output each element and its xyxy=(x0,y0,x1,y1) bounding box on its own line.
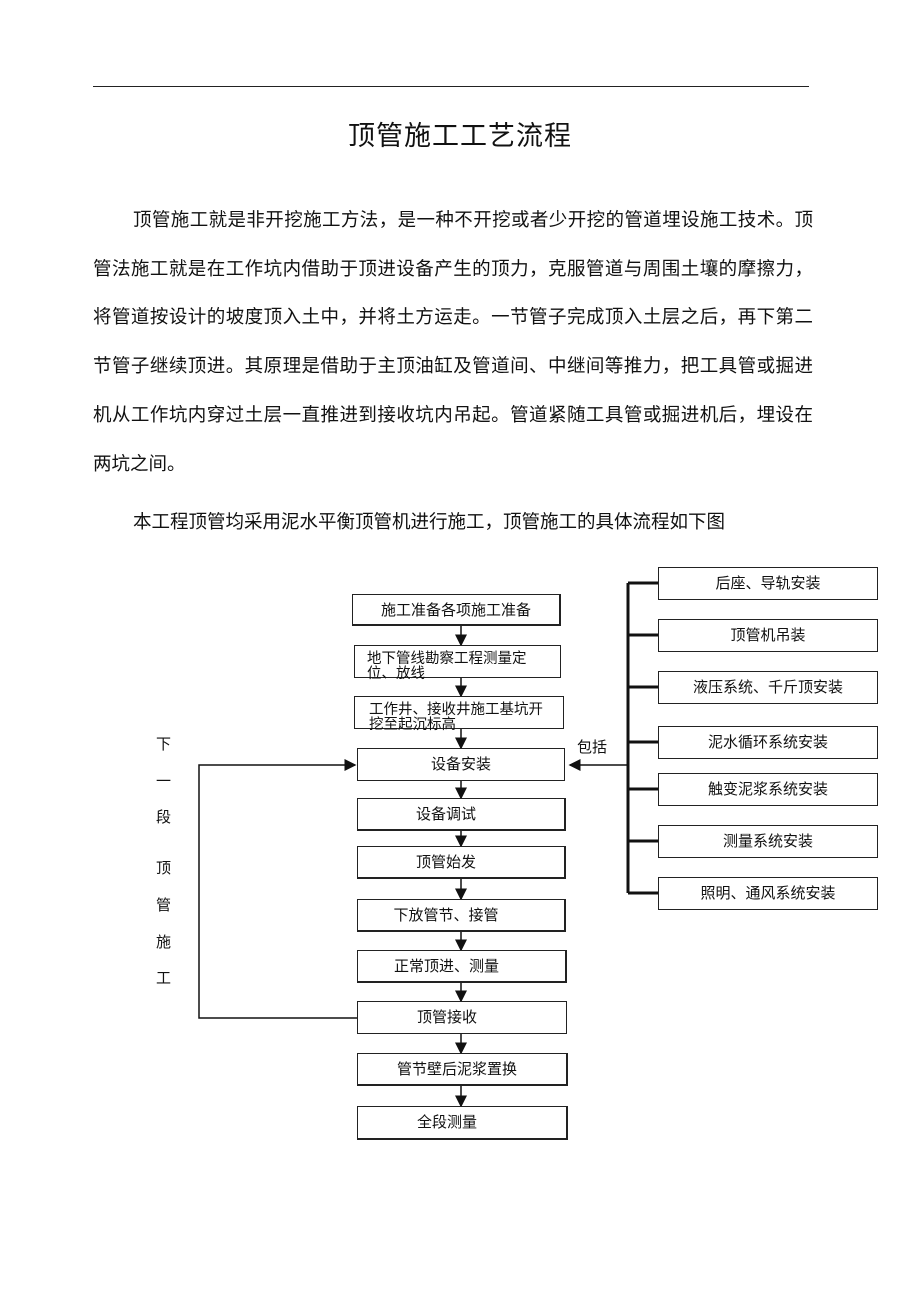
step-slurry-replace: 管节壁后泥浆置换 xyxy=(357,1053,568,1086)
sub-item-thixotropic-slurry: 触变泥浆系统安装 xyxy=(658,773,878,806)
header-rule xyxy=(93,86,809,87)
step-preparation: 施工准备各项施工准备 xyxy=(352,594,561,626)
sub-item-backseat-rail: 后座、导轨安装 xyxy=(658,567,878,600)
loop-label-char: 段 xyxy=(156,808,172,826)
loop-label-char: 工 xyxy=(156,969,172,987)
loop-label-char: 下 xyxy=(156,735,172,753)
loop-back-line xyxy=(198,759,357,1019)
sub-item-slurry-circulation: 泥水循环系统安装 xyxy=(658,726,878,759)
intro-paragraph: 顶管施工就是非开挖施工方法，是一种不开挖或者少开挖的管道埋设施工技术。顶管法施工… xyxy=(93,210,813,475)
step-survey: 地下管线勘察工程测量定位、放线 xyxy=(354,645,561,682)
loop-label-char: 施 xyxy=(156,933,172,951)
step-launch: 顶管始发 xyxy=(357,846,566,879)
sub-item-survey-system: 测量系统安装 xyxy=(658,825,878,858)
page-title: 顶管施工工艺流程 xyxy=(348,121,572,152)
loop-label-char: 管 xyxy=(156,896,172,914)
loop-label-char: 顶 xyxy=(156,859,172,877)
sub-item-hydraulic: 液压系统、千斤顶安装 xyxy=(658,671,878,704)
loop-label-char: 一 xyxy=(156,772,172,790)
step-full-survey: 全段测量 xyxy=(357,1106,568,1140)
flow-intro-paragraph: 本工程顶管均采用泥水平衡顶管机进行施工，顶管施工的具体流程如下图 xyxy=(133,512,726,533)
sub-item-machine-hoist: 顶管机吊装 xyxy=(658,619,878,652)
step-lower-pipe: 下放管节、接管 xyxy=(357,899,566,932)
include-label: 包括 xyxy=(577,738,608,756)
step-jacking-measure: 正常顶进、测量 xyxy=(357,950,567,983)
sub-item-lighting-ventilation: 照明、通风系统安装 xyxy=(658,877,878,910)
step-equipment-install: 设备安装 xyxy=(357,748,565,781)
step-equipment-debug: 设备调试 xyxy=(357,798,566,831)
step-receive: 顶管接收 xyxy=(357,1001,567,1034)
step-shaft-construction: 工作井、接收井施工基坑开挖至起沉标高 xyxy=(354,696,564,733)
